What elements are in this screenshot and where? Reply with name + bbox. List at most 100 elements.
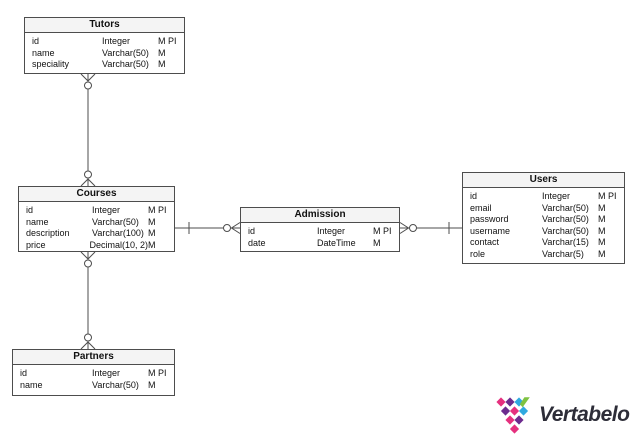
column-flags: M PI: [373, 226, 392, 236]
relationship-tutors-courses[interactable]: [80, 73, 96, 187]
column-row[interactable]: id Integer M PI: [25, 36, 184, 48]
column-type: Varchar(50): [92, 379, 139, 390]
crow-foot-many-icon: [80, 73, 96, 82]
column-type: Integer: [317, 226, 346, 236]
zero-cardinality-icon: [84, 170, 92, 179]
relationship-users-admission[interactable]: [399, 222, 462, 234]
column-row[interactable]: name Varchar(50) M: [13, 380, 174, 392]
column-name: id: [32, 36, 40, 46]
column-row[interactable]: price Decimal(10, 2)M: [19, 240, 174, 252]
column-row[interactable]: contact Varchar(15) M: [463, 237, 624, 249]
vertabelo-logo[interactable]: Vertabelo: [494, 395, 630, 435]
crow-foot-many-icon: [80, 178, 96, 187]
column-row[interactable]: password Varchar(50) M: [463, 214, 624, 226]
column-name: contact: [470, 237, 500, 247]
entity-title: Partners: [13, 350, 174, 365]
vertabelo-logo-mark-icon: [496, 397, 530, 434]
column-row[interactable]: date DateTime M: [241, 238, 399, 250]
column-type: Integer: [102, 36, 131, 46]
column-type: DateTime: [317, 237, 356, 248]
column-name: speciality: [32, 59, 70, 69]
column-row[interactable]: speciality Varchar(50) M: [25, 59, 184, 71]
column-name: id: [248, 226, 256, 236]
column-flags: M PI: [598, 191, 617, 201]
column-flags: M: [598, 214, 606, 224]
column-name: password: [470, 214, 509, 224]
column-flags: M: [373, 237, 381, 248]
zero-cardinality-icon: [223, 224, 231, 232]
column-flags: M: [598, 248, 606, 259]
entity-title: Tutors: [25, 18, 184, 33]
column-flags: M: [158, 59, 166, 69]
crow-foot-many-icon: [230, 222, 241, 234]
column-type: Integer: [92, 368, 121, 378]
column-name: name: [26, 216, 49, 227]
column-row[interactable]: name Varchar(50) M: [25, 48, 184, 60]
column-flags: M PI: [148, 205, 167, 215]
column-name: description: [26, 228, 70, 238]
column-flags: M PI: [148, 368, 167, 378]
column-type: Varchar(5): [542, 248, 584, 259]
column-row[interactable]: email Varchar(50) M: [463, 203, 624, 215]
entity-admission[interactable]: Admission id Integer M PI date DateTime M: [240, 207, 400, 252]
vertabelo-logo-text: Vertabelo: [539, 403, 630, 426]
crow-foot-many-icon: [399, 222, 410, 234]
entity-columns: id Integer M PI date DateTime M: [241, 223, 399, 251]
column-flags: M: [148, 216, 156, 227]
column-name: price: [26, 239, 46, 250]
column-row[interactable]: name Varchar(50) M: [19, 217, 174, 229]
column-type: Varchar(15): [542, 237, 589, 247]
column-type: Integer: [542, 191, 571, 201]
zero-cardinality-icon: [409, 224, 417, 232]
column-flags: M PI: [158, 36, 177, 46]
column-type: Varchar(50): [92, 216, 139, 227]
column-row[interactable]: id Integer M PI: [13, 368, 174, 380]
relationship-courses-admission[interactable]: [175, 222, 241, 234]
column-row[interactable]: role Varchar(5) M: [463, 249, 624, 261]
column-name: name: [20, 379, 43, 390]
entity-partners[interactable]: Partners id Integer M PI name Varchar(50) M: [12, 349, 175, 396]
column-name: name: [32, 47, 55, 58]
crow-foot-many-icon: [80, 341, 96, 350]
column-name: date: [248, 237, 266, 248]
column-flags: M: [158, 47, 166, 58]
column-type: Varchar(100): [92, 228, 144, 238]
column-type: Varchar(50): [542, 214, 589, 224]
entity-title: Courses: [19, 187, 174, 202]
column-row[interactable]: id Integer M PI: [241, 226, 399, 238]
column-name: role: [470, 248, 486, 259]
entity-columns: id Integer M PI name Varchar(50) M: [13, 365, 174, 393]
column-type: Decimal(10, 2): [89, 239, 148, 250]
column-type: Varchar(50): [542, 225, 589, 236]
column-flags: M: [598, 237, 606, 247]
entity-title: Users: [463, 173, 624, 188]
zero-cardinality-icon: [84, 259, 92, 268]
column-flags: M: [598, 225, 606, 236]
zero-cardinality-icon: [84, 81, 92, 90]
column-flags: M: [148, 379, 156, 390]
relationship-courses-partners[interactable]: [80, 251, 96, 350]
column-type: Varchar(50): [542, 202, 589, 213]
entity-title: Admission: [241, 208, 399, 223]
column-flags: M: [598, 202, 606, 213]
column-type: Varchar(50): [102, 59, 149, 69]
column-name: id: [20, 368, 28, 378]
column-name: id: [26, 205, 34, 215]
column-type: Varchar(50): [102, 47, 149, 58]
crow-foot-many-icon: [80, 251, 96, 260]
column-name: email: [470, 202, 492, 213]
zero-cardinality-icon: [84, 333, 92, 342]
column-flags: M: [148, 239, 156, 250]
